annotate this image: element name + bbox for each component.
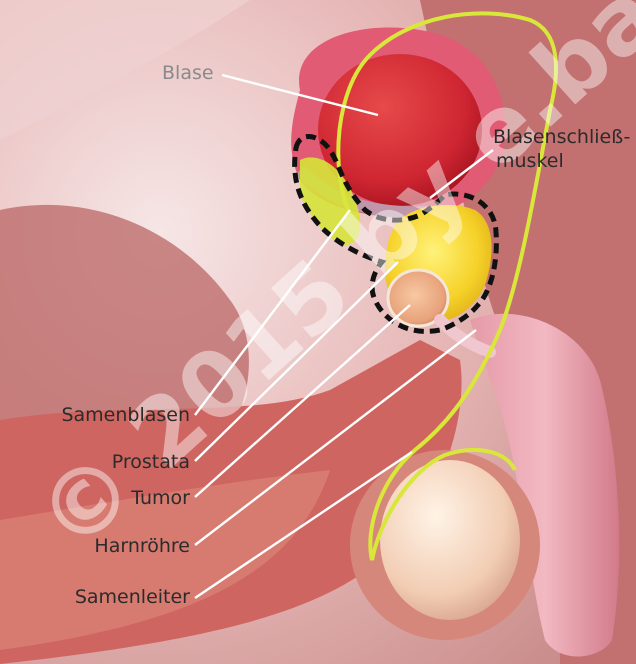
label-samenblasen: Samenblasen [40, 404, 190, 426]
label-blasenschliessmuskel-line1: Blasenschließ- [493, 126, 630, 148]
label-samenleiter: Samenleiter [40, 586, 190, 608]
label-harnroehre: Harnröhre [40, 535, 190, 557]
label-prostata: Prostata [40, 451, 190, 473]
label-blase: Blase [162, 62, 214, 84]
testis-shape [380, 460, 520, 620]
label-blasenschliessmuskel-line2: muskel [496, 150, 564, 172]
label-tumor: Tumor [40, 487, 190, 509]
